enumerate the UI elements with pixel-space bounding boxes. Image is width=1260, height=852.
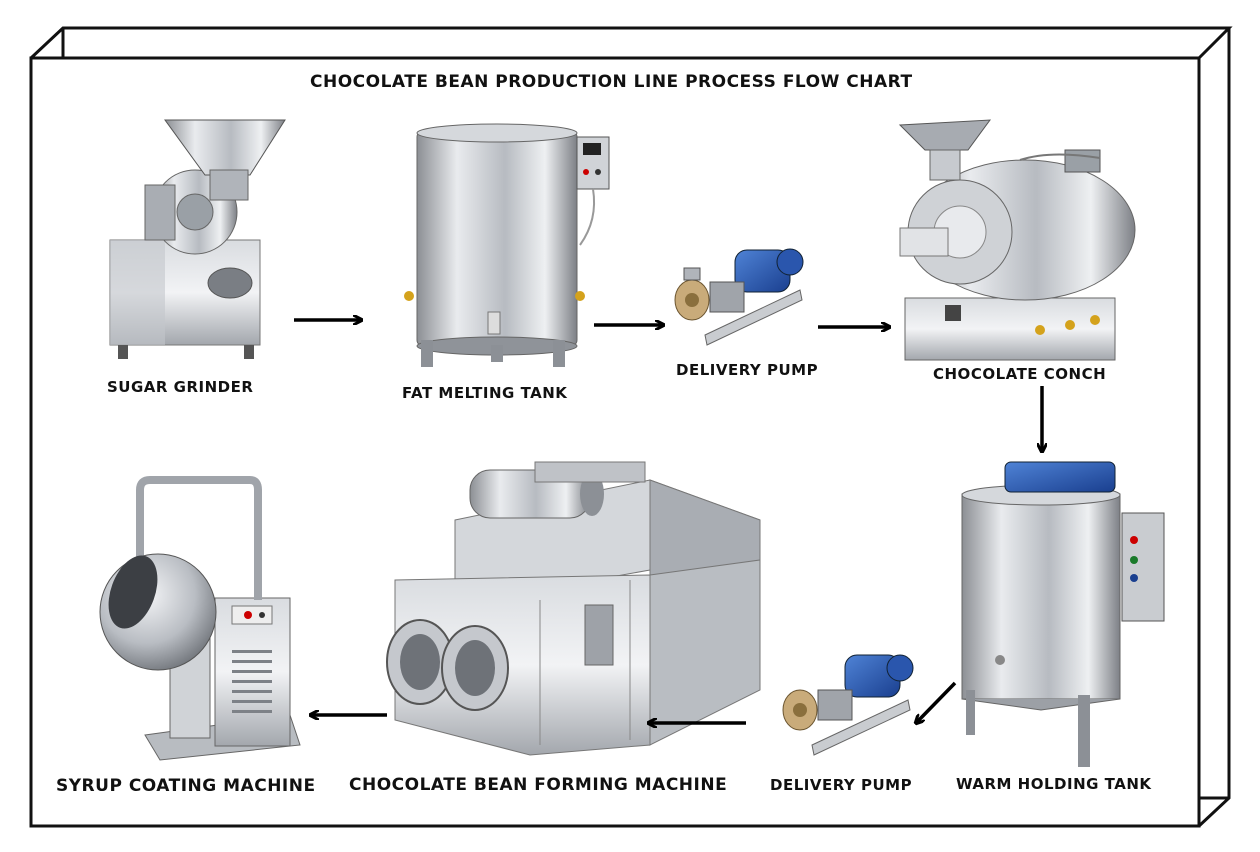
delivery-pump-image-1 bbox=[674, 248, 804, 346]
box-frame bbox=[29, 26, 1233, 828]
flow-arrows bbox=[294, 320, 1042, 723]
arrow-holding-tank-to-pump bbox=[917, 681, 957, 722]
warm-holding-tank-image bbox=[961, 461, 1165, 767]
fat-melting-tank-image bbox=[404, 123, 610, 367]
delivery-pump-image-2 bbox=[782, 654, 914, 756]
step-label-delivery-pump-1: DELIVERY PUMP bbox=[676, 361, 819, 379]
step-label-sugar-grinder: SUGAR GRINDER bbox=[107, 378, 254, 396]
step-label-syrup-coating-machine: SYRUP COATING MACHINE bbox=[56, 776, 316, 796]
syrup-coating-machine-image bbox=[99, 476, 301, 761]
step-label-chocolate-conch: CHOCOLATE CONCH bbox=[933, 365, 1107, 383]
chocolate-conch-image bbox=[898, 119, 1136, 361]
step-label-warm-holding-tank: WARM HOLDING TANK bbox=[956, 775, 1152, 793]
chart-title: CHOCOLATE BEAN PRODUCTION LINE PROCESS F… bbox=[310, 72, 913, 92]
sugar-grinder-image bbox=[109, 119, 286, 359]
step-label-chocolate-bean-forming-machine: CHOCOLATE BEAN FORMING MACHINE bbox=[349, 775, 728, 795]
step-label-delivery-pump-2: DELIVERY PUMP bbox=[770, 776, 913, 794]
chocolate-bean-forming-machine-image bbox=[386, 461, 761, 756]
step-label-fat-melting-tank: FAT MELTING TANK bbox=[402, 384, 568, 402]
